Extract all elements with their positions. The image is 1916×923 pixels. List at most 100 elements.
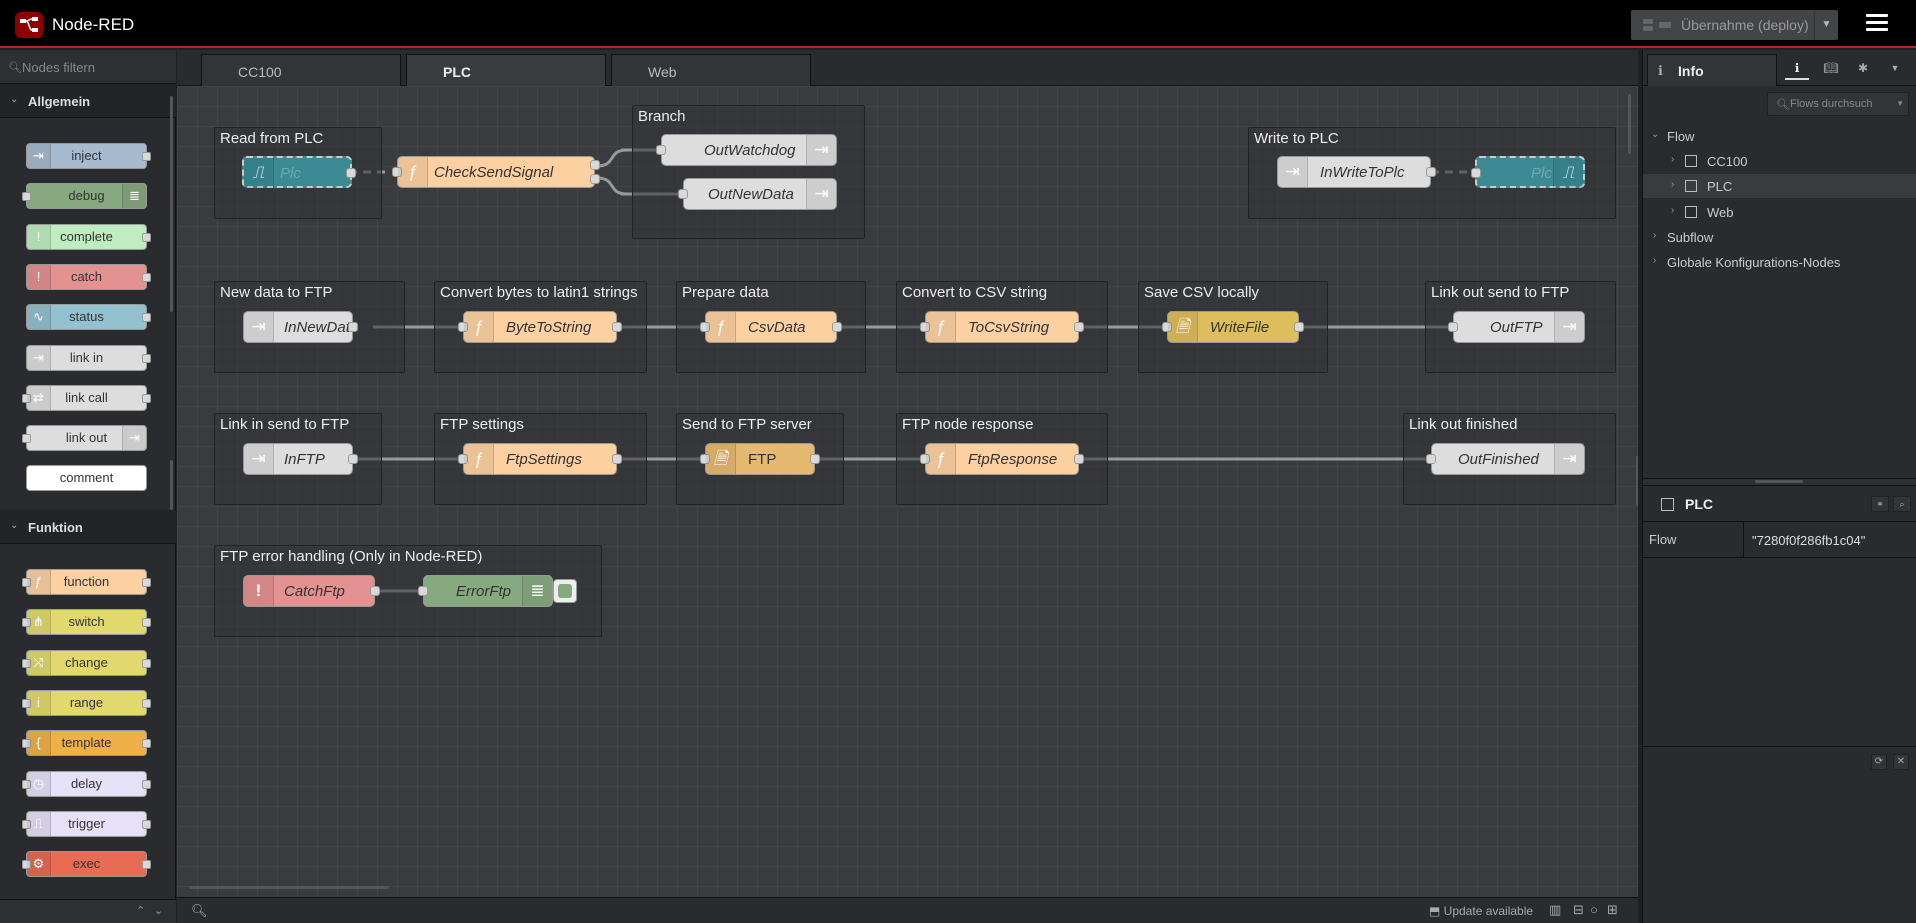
palette-node-link-in[interactable]: ⇥link in: [26, 344, 151, 371]
node-output-port[interactable]: [1294, 322, 1304, 332]
node-output-port[interactable]: [348, 322, 358, 332]
node-input-port[interactable]: [1162, 322, 1172, 332]
tree-flow-web[interactable]: › Web: [1643, 200, 1916, 224]
plc-write-node[interactable]: Plc ⎍: [1471, 156, 1585, 188]
zoom-out-icon[interactable]: ⊟: [1573, 902, 1584, 917]
byte-to-string-node[interactable]: ƒ ByteToString: [458, 311, 622, 343]
zoom-reset-icon[interactable]: ○: [1590, 902, 1598, 917]
node-input-port[interactable]: [1448, 322, 1458, 332]
link-icon[interactable]: ⚭: [1871, 496, 1889, 512]
node-output-port[interactable]: [1426, 167, 1436, 177]
collapse-all-icon[interactable]: ⌃: [136, 905, 146, 917]
navigator-icon[interactable]: ▥: [1549, 902, 1562, 917]
in-new-data-node[interactable]: ⇥ InNewData: [243, 311, 358, 343]
in-ftp-node[interactable]: ⇥ InFTP: [243, 443, 358, 475]
debug-bug-icon[interactable]: ✱: [1857, 61, 1869, 75]
node-input-port[interactable]: [392, 167, 402, 177]
palette-scrollbar[interactable]: [170, 96, 173, 312]
palette-node-template[interactable]: {template: [22, 730, 151, 757]
ftp-settings-node[interactable]: ƒ FtpSettings: [458, 443, 622, 475]
flow-workspace[interactable]: Read from PLC Branch Write to PLC New da…: [177, 86, 1638, 897]
node-output-port[interactable]: [590, 174, 600, 184]
tree-subflow[interactable]: › Subflow: [1643, 225, 1916, 249]
to-csv-string-node[interactable]: ƒ ToCsvString: [920, 311, 1084, 343]
tab-info[interactable]: ℹ Info: [1647, 54, 1777, 86]
deploy-dropdown-icon[interactable]: ▼: [1814, 10, 1838, 40]
flows-search[interactable]: 🔍︎ Flows durchsuch ▼: [1767, 92, 1909, 116]
ftp-node[interactable]: 🗎︎ FTP: [700, 443, 820, 475]
node-output-port[interactable]: [612, 454, 622, 464]
palette-node-exec[interactable]: ⚙exec: [22, 851, 151, 878]
debug-toggle-button[interactable]: [553, 579, 577, 603]
palette-node-catch[interactable]: !catch: [26, 263, 151, 290]
palette-scrollbar-thumb[interactable]: [170, 460, 173, 510]
sidebar-menu-icon[interactable]: ▼: [1890, 63, 1900, 73]
palette-node-delay[interactable]: ◷delay: [22, 770, 151, 797]
node-input-port[interactable]: [458, 322, 468, 332]
hamburger-menu-icon[interactable]: [1866, 14, 1888, 34]
refresh-icon[interactable]: ⟳: [1871, 754, 1887, 770]
node-input-port[interactable]: [678, 189, 688, 199]
palette-node-debug[interactable]: ≣debug: [22, 183, 147, 210]
out-watchdog-node[interactable]: OutWatchdog ⇥: [656, 134, 837, 166]
tree-flow-plc[interactable]: › PLC: [1643, 174, 1916, 198]
workspace-vertical-scrollbar[interactable]: [1628, 94, 1631, 154]
sidebar-splitter[interactable]: [1643, 478, 1916, 486]
zoom-in-icon[interactable]: ⊞: [1607, 902, 1618, 917]
node-input-port[interactable]: [700, 322, 710, 332]
search-icon[interactable]: 🔍︎: [191, 903, 208, 918]
node-output-port[interactable]: [346, 168, 356, 178]
node-output-port[interactable]: [612, 322, 622, 332]
node-output-port[interactable]: [832, 322, 842, 332]
out-finished-node[interactable]: OutFinished ⇥: [1426, 443, 1585, 475]
node-input-port[interactable]: [920, 322, 930, 332]
node-input-port[interactable]: [1426, 454, 1436, 464]
plc-read-node[interactable]: ⎍ Plc: [242, 156, 356, 188]
workspace-vertical-scrollbar-thumb[interactable]: [1636, 456, 1638, 506]
node-input-port[interactable]: [700, 454, 710, 464]
tree-global-config[interactable]: › Globale Konfigurations-Nodes: [1643, 250, 1916, 274]
help-book-icon[interactable]: 📖︎: [1823, 61, 1839, 75]
tab-web[interactable]: Web: [611, 54, 811, 86]
group-branch[interactable]: Branch: [632, 105, 865, 239]
node-output-port[interactable]: [1074, 322, 1084, 332]
node-output-port[interactable]: [810, 454, 820, 464]
node-input-port[interactable]: [458, 454, 468, 464]
node-input-port[interactable]: [920, 454, 930, 464]
update-available-notice[interactable]: ⬒ Update available: [1429, 904, 1534, 918]
node-input-port[interactable]: [418, 586, 428, 596]
tree-flow-cc100[interactable]: › CC100: [1643, 149, 1916, 173]
splitter-grip[interactable]: [1755, 480, 1803, 483]
deploy-button[interactable]: Übernahme (deploy) ▼: [1631, 10, 1838, 40]
node-input-port[interactable]: [1471, 168, 1481, 178]
palette-node-trigger[interactable]: ⎍trigger: [22, 810, 151, 837]
palette-category-allgemein[interactable]: ⌄ Allgemein: [0, 84, 176, 118]
search-icon[interactable]: ⌕: [1893, 496, 1911, 512]
csv-data-node[interactable]: ƒ CsvData: [700, 311, 842, 343]
palette-node-switch[interactable]: ⋔switch: [22, 609, 151, 636]
tab-plc[interactable]: PLC: [406, 54, 606, 87]
node-output-port[interactable]: [1074, 454, 1084, 464]
info-tab-icon[interactable]: ℹ: [1785, 56, 1809, 80]
palette-search[interactable]: 🔍︎ Nodes filtern: [0, 50, 176, 84]
check-send-signal-node[interactable]: ƒ CheckSendSignal: [392, 156, 600, 188]
tab-cc100[interactable]: CC100: [201, 54, 401, 86]
node-output-port[interactable]: [348, 454, 358, 464]
palette-node-inject[interactable]: ⇥inject: [26, 143, 151, 169]
out-ftp-node[interactable]: OutFTP ⇥: [1448, 311, 1585, 343]
expand-all-icon[interactable]: ⌄: [154, 905, 164, 917]
out-new-data-node[interactable]: OutNewData ⇥: [678, 178, 837, 210]
palette-node-comment[interactable]: comment: [26, 465, 147, 492]
palette-node-link-call[interactable]: ⇄link call: [22, 384, 151, 411]
node-output-port[interactable]: [590, 160, 600, 170]
chevron-down-icon[interactable]: ▼: [1896, 99, 1904, 108]
error-ftp-node[interactable]: ErrorFtp ≣: [418, 575, 553, 607]
tree-flow[interactable]: ⌄ Flow: [1643, 124, 1916, 148]
palette-node-complete[interactable]: !complete: [26, 223, 151, 250]
write-file-node[interactable]: 🗎︎ WriteFile: [1162, 311, 1304, 343]
palette-search-input[interactable]: Nodes filtern: [22, 60, 95, 75]
palette-node-change[interactable]: ⤨change: [22, 649, 151, 676]
flows-search-input[interactable]: Flows durchsuch: [1790, 98, 1873, 110]
